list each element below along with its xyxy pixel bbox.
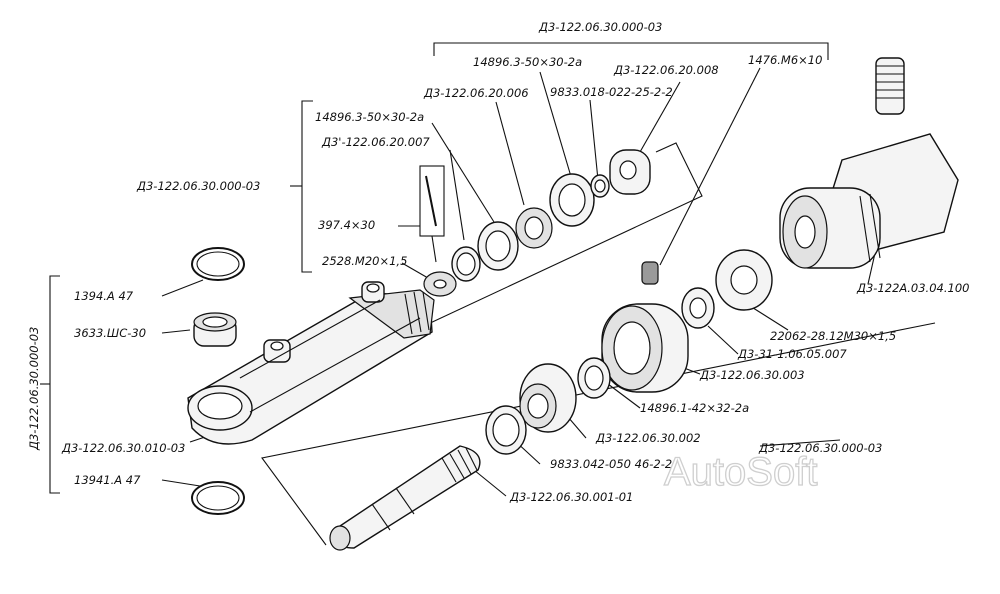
leader-washer-31 bbox=[707, 325, 739, 355]
label-piston-002: Д3-122.06.30.002 bbox=[595, 431, 701, 445]
leader-oring-left bbox=[431, 122, 495, 223]
left-bracket bbox=[301, 100, 313, 273]
label-cylinder: Д3-122.06.30.010-03 bbox=[61, 441, 185, 455]
leader-oring-top bbox=[539, 71, 573, 181]
label-bearing: 3633.ШС-30 bbox=[74, 326, 146, 340]
part-labels: Д3-122.06.30.000-03 14896.3-50×30-2а Д3-… bbox=[27, 20, 969, 504]
lower-group-outline bbox=[261, 322, 936, 546]
piston-rod-drawing bbox=[329, 445, 481, 551]
label-rod-end: Д3-122А.03.04.100 bbox=[856, 281, 969, 295]
watermark: AutoSoft bbox=[664, 450, 817, 494]
outer-vertical-bracket bbox=[49, 275, 60, 494]
label-circlip-bottom: 13941.А 47 bbox=[74, 473, 141, 487]
label-nut-22062: 22062-28.12М30×1,5 bbox=[770, 329, 896, 343]
label-lower-assembly: Д3-122.06.30.000-03 bbox=[758, 441, 882, 455]
leader-nut-2528 bbox=[401, 262, 429, 279]
label-washer-31: Д3-31-1.06.05.007 bbox=[737, 347, 847, 361]
lower-parts-drawing bbox=[485, 249, 773, 455]
lower-assembly-leader bbox=[759, 439, 841, 447]
leader-rod bbox=[473, 469, 507, 497]
label-gland-003: Д3-122.06.30.003 bbox=[699, 368, 805, 382]
leader-bearing bbox=[161, 329, 191, 334]
leader-nut-22062 bbox=[749, 305, 789, 331]
label-oring-upper-b: 14896.3-50×30-2а bbox=[315, 110, 424, 124]
leader-006 bbox=[495, 101, 525, 206]
label-circlip-top: 1394.А 47 bbox=[74, 289, 134, 303]
leader-bushing-008 bbox=[639, 81, 681, 153]
label-part-006: Д3-122.06.20.006 bbox=[423, 86, 529, 100]
label-oring-42: 14896.1-42×32-2а bbox=[640, 401, 749, 415]
upper-rings-drawing bbox=[451, 149, 651, 282]
label-top-assembly: Д3-122.06.30.000-03 bbox=[538, 20, 662, 34]
pin-box-drawing bbox=[419, 165, 457, 297]
label-bushing-008: Д3-122.06.20.008 bbox=[613, 63, 719, 77]
leader-circlip-top bbox=[161, 279, 204, 297]
leader-circlip-bottom bbox=[161, 479, 201, 487]
label-left-bracket: Д3-122.06.30.000-03 bbox=[136, 179, 260, 193]
label-nut-2528: 2528.М20×1,5 bbox=[322, 254, 407, 268]
label-outer-vertical: Д3-122.06.30.000-03 bbox=[27, 327, 41, 451]
leader-oring-42 bbox=[607, 383, 641, 409]
upper-group-outline bbox=[335, 142, 703, 368]
label-pin-397: 397.4×30 bbox=[318, 218, 375, 232]
circlip-top-drawing bbox=[191, 247, 245, 281]
label-part-007: Д3'-122.06.20.007 bbox=[321, 135, 430, 149]
label-ring-9833-042: 9833.042-050 46-2-2 bbox=[550, 457, 672, 471]
circlip-bottom-drawing bbox=[191, 481, 245, 515]
top-assembly-bracket bbox=[433, 42, 829, 60]
leader-9833-018 bbox=[589, 99, 599, 181]
label-rod: Д3-122.06.30.001-01 bbox=[509, 490, 633, 504]
rod-end-drawing bbox=[779, 57, 959, 269]
label-oring-upper-a: 14896.3-50×30-2а bbox=[473, 55, 582, 69]
label-screw-1476: 1476.М6×10 bbox=[748, 53, 822, 67]
leader-007 bbox=[449, 149, 465, 241]
leader-screw bbox=[659, 67, 761, 266]
bearing-drawing bbox=[193, 312, 237, 347]
cylinder-body-drawing bbox=[187, 281, 435, 445]
label-ring-9833-018: 9833.018-022-25-2-2 bbox=[550, 85, 673, 99]
